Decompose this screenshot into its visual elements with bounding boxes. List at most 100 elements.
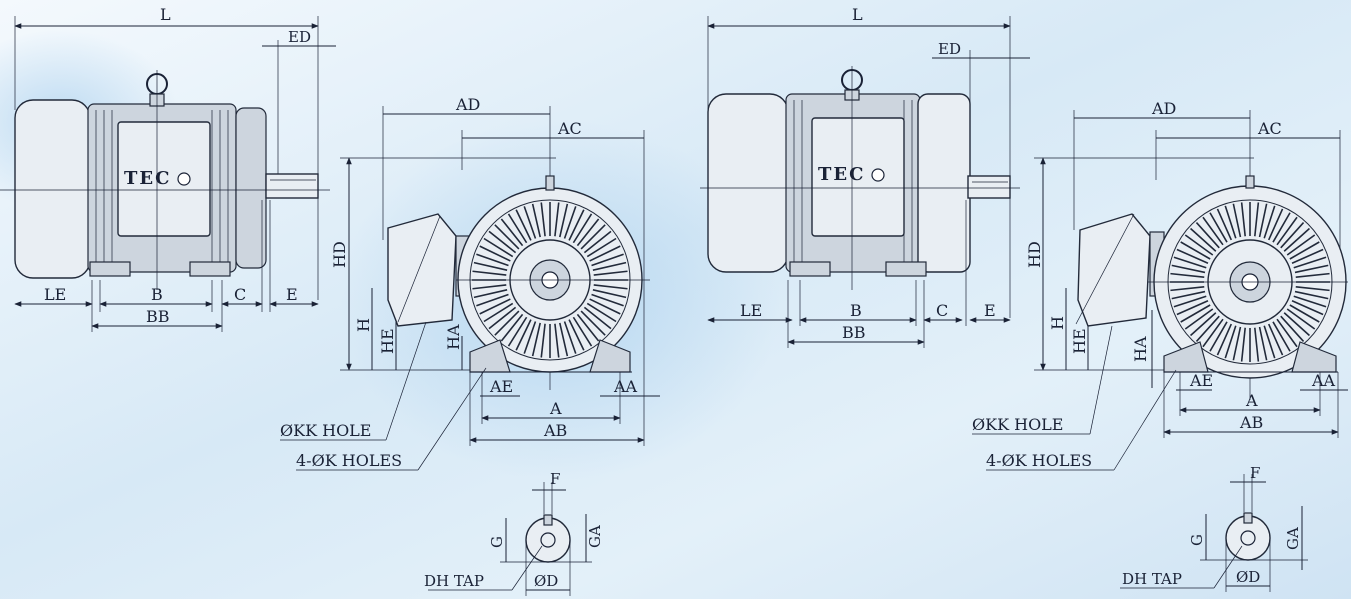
fin — [1294, 290, 1329, 300]
fin — [592, 289, 627, 299]
fin — [1272, 212, 1291, 243]
fin — [580, 224, 606, 250]
fin — [500, 313, 524, 342]
dim-BB-label: BB — [146, 307, 170, 326]
fin — [473, 261, 508, 271]
fin — [479, 245, 511, 262]
fin — [1294, 264, 1329, 274]
fin — [1190, 312, 1217, 337]
dim-HD-label: HD — [330, 241, 349, 268]
left-shaft-view: F G GA DH TAP ØD — [424, 470, 604, 596]
dim-AE-label: AE — [489, 377, 513, 396]
fin — [1295, 286, 1330, 292]
fin — [1263, 205, 1276, 239]
dim-B-label: B — [151, 285, 163, 304]
fin — [554, 323, 560, 358]
fin — [576, 218, 600, 247]
brand-logo: TEC — [124, 168, 171, 189]
fin — [540, 202, 546, 237]
dim-E-label: E — [984, 301, 996, 320]
foot-right — [885, 261, 927, 277]
fin — [568, 209, 585, 241]
fin — [531, 203, 541, 238]
fin — [507, 316, 528, 347]
dim-H-label: H — [354, 318, 373, 332]
fin — [1240, 202, 1246, 237]
dim-A-label: A — [1245, 391, 1258, 410]
fin — [1240, 327, 1246, 362]
fin — [523, 321, 537, 354]
fin — [1283, 227, 1310, 252]
dim-LE-label: LE — [740, 301, 762, 320]
dim-AB-label: AB — [543, 421, 567, 440]
fin — [1254, 202, 1260, 237]
fin — [1232, 326, 1242, 361]
right-front-view: AD AC HD H HE HA — [972, 99, 1348, 471]
fin — [494, 224, 520, 250]
fin — [1293, 295, 1327, 308]
dh-tap-label: DH TAP — [1122, 570, 1182, 588]
dim-HD-label: HD — [1025, 241, 1044, 268]
fin — [515, 209, 532, 241]
fin — [494, 310, 520, 336]
dim-F-label: F — [1250, 464, 1260, 482]
brand-logo: TEC — [818, 164, 865, 185]
fin — [1209, 321, 1228, 352]
fin — [1224, 205, 1237, 239]
fin — [523, 206, 537, 239]
fin — [1184, 308, 1214, 330]
keyway — [1243, 512, 1253, 524]
fin — [472, 284, 507, 290]
terminal-box — [117, 121, 211, 237]
fin — [591, 253, 624, 267]
dim-HA-label: HA — [1131, 336, 1150, 362]
kk-hole-label: ØKK HOLE — [972, 415, 1063, 434]
dim-ED-label: ED — [938, 40, 961, 58]
eye-bolt-top — [545, 175, 555, 191]
shaft — [265, 173, 319, 199]
eye-bolt-top — [1245, 175, 1255, 189]
fin — [1173, 295, 1207, 308]
fin — [1202, 318, 1224, 348]
fin — [554, 202, 560, 237]
left-motor-drawing: L ED TEC — [0, 5, 660, 596]
fin — [1276, 216, 1298, 246]
fin — [589, 298, 621, 315]
fin — [1291, 299, 1324, 316]
fin — [1180, 304, 1211, 323]
left-side-view: L ED TEC — [0, 5, 336, 332]
dim-G-label: G — [1188, 534, 1206, 546]
right-motor-drawing: L ED TEC — [700, 5, 1348, 592]
dim-ED-label: ED — [288, 28, 311, 46]
dim-B-label: B — [850, 301, 862, 320]
dim-AC-label: AC — [1257, 119, 1282, 138]
fin — [500, 218, 524, 247]
fin — [1258, 326, 1268, 361]
fin — [483, 302, 514, 323]
fin — [1272, 321, 1291, 352]
dim-L-label: L — [852, 5, 863, 24]
fin — [1170, 272, 1205, 278]
terminal-box — [811, 117, 905, 237]
fin — [592, 261, 627, 271]
fin — [593, 284, 628, 290]
fin — [483, 237, 514, 258]
k-holes-label: 4-ØK HOLES — [986, 451, 1092, 470]
fin — [1202, 216, 1224, 246]
dim-D-label: ØD — [534, 572, 558, 590]
fin — [1267, 208, 1284, 241]
fin — [476, 293, 509, 307]
right-side-view: L ED TEC — [700, 5, 1030, 348]
dim-GA-label: GA — [586, 525, 604, 548]
fin — [473, 289, 508, 299]
fin — [1291, 248, 1324, 265]
kk-hole-label: ØKK HOLE — [280, 421, 371, 440]
fin — [476, 253, 509, 267]
dim-AC-label: AC — [557, 119, 582, 138]
fin — [1216, 208, 1233, 241]
fin — [1180, 241, 1211, 260]
fin — [1209, 212, 1228, 243]
dim-A-label: A — [549, 399, 562, 418]
fin — [1289, 304, 1320, 323]
